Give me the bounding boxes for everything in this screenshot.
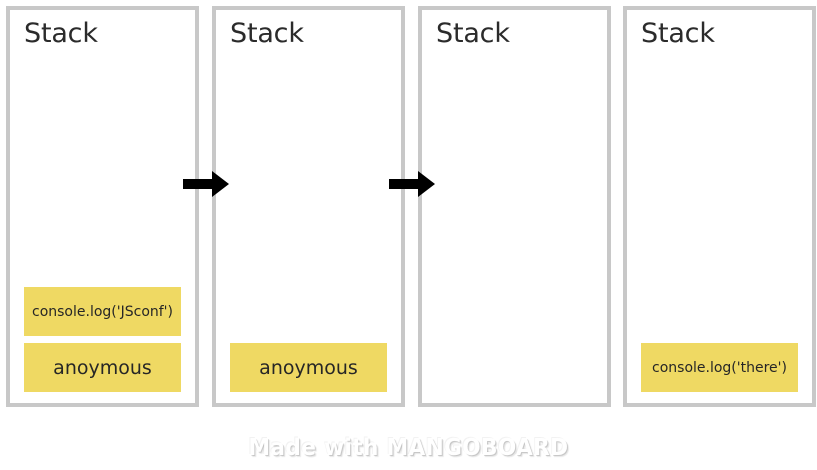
watermark-text: Made with MANGOBOARD — [248, 435, 569, 461]
stack-frame-list: console.log('there') — [641, 343, 798, 392]
panel-title: Stack — [230, 18, 304, 49]
stack-frame: anoymous — [230, 343, 387, 392]
stack-frame: anoymous — [24, 343, 181, 392]
panel-title: Stack — [641, 18, 715, 49]
stack-frame: console.log('JSconf') — [24, 287, 181, 336]
stack-panel: Stack console.log('there') — [623, 6, 816, 407]
panel-title: Stack — [24, 18, 98, 49]
panel-title: Stack — [436, 18, 510, 49]
stack-frame-list: anoymous console.log('JSconf') — [24, 287, 181, 392]
arrow-right-icon — [389, 171, 435, 197]
arrow-right-icon — [183, 171, 229, 197]
stack-panel: Stack — [418, 6, 611, 407]
stack-frame-list: anoymous — [230, 343, 387, 392]
stack-panel: Stack anoymous — [212, 6, 405, 407]
stack-frame: console.log('there') — [641, 343, 798, 392]
stack-panel: Stack anoymous console.log('JSconf') — [6, 6, 199, 407]
